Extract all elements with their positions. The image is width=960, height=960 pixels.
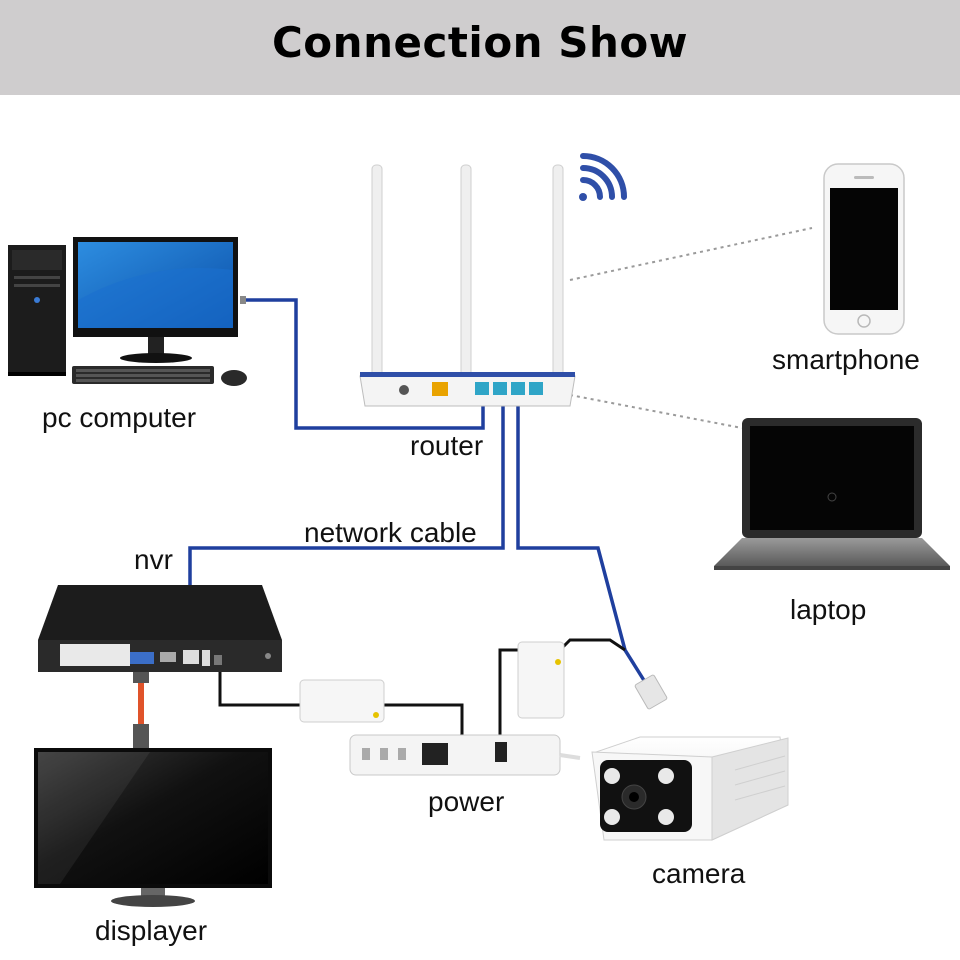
page-title: Connection Show [271,18,688,67]
laptop-device [714,418,950,570]
wifi-links [569,227,813,429]
label-pc-computer: pc computer [42,402,197,433]
wifi-link-laptop [569,394,743,429]
cable-camera-adapter [498,648,520,735]
wifi-icon [579,153,627,201]
label-network-cable: network cable [304,517,477,548]
cable-pc-router [243,298,485,430]
label-displayer: displayer [95,915,208,946]
nvr-device [38,585,282,672]
wifi-link-smartphone [569,227,813,281]
pc-tower [8,245,66,376]
label-power: power [428,786,505,817]
pc-monitor [73,237,238,363]
router [359,164,576,407]
keyboard [72,366,214,384]
header-bar [0,0,960,95]
pc-network-port [240,296,246,304]
cable-router-camera [516,398,652,691]
label-laptop: laptop [790,594,867,625]
label-nvr: nvr [134,544,173,575]
label-router: router [410,430,484,461]
power-strip [349,734,581,776]
rj45-connector [634,674,668,710]
camera-device [591,736,789,841]
cable-nvr-adapter [218,665,300,707]
camera-power-adapter [517,641,565,719]
cable-camera-adapter2 [558,638,626,652]
label-camera: camera [652,858,746,889]
nvr-power-adapter [299,679,385,723]
displayer-device [34,748,272,907]
label-smartphone: smartphone [772,344,920,375]
mouse [221,370,247,386]
smartphone-device [823,163,905,335]
